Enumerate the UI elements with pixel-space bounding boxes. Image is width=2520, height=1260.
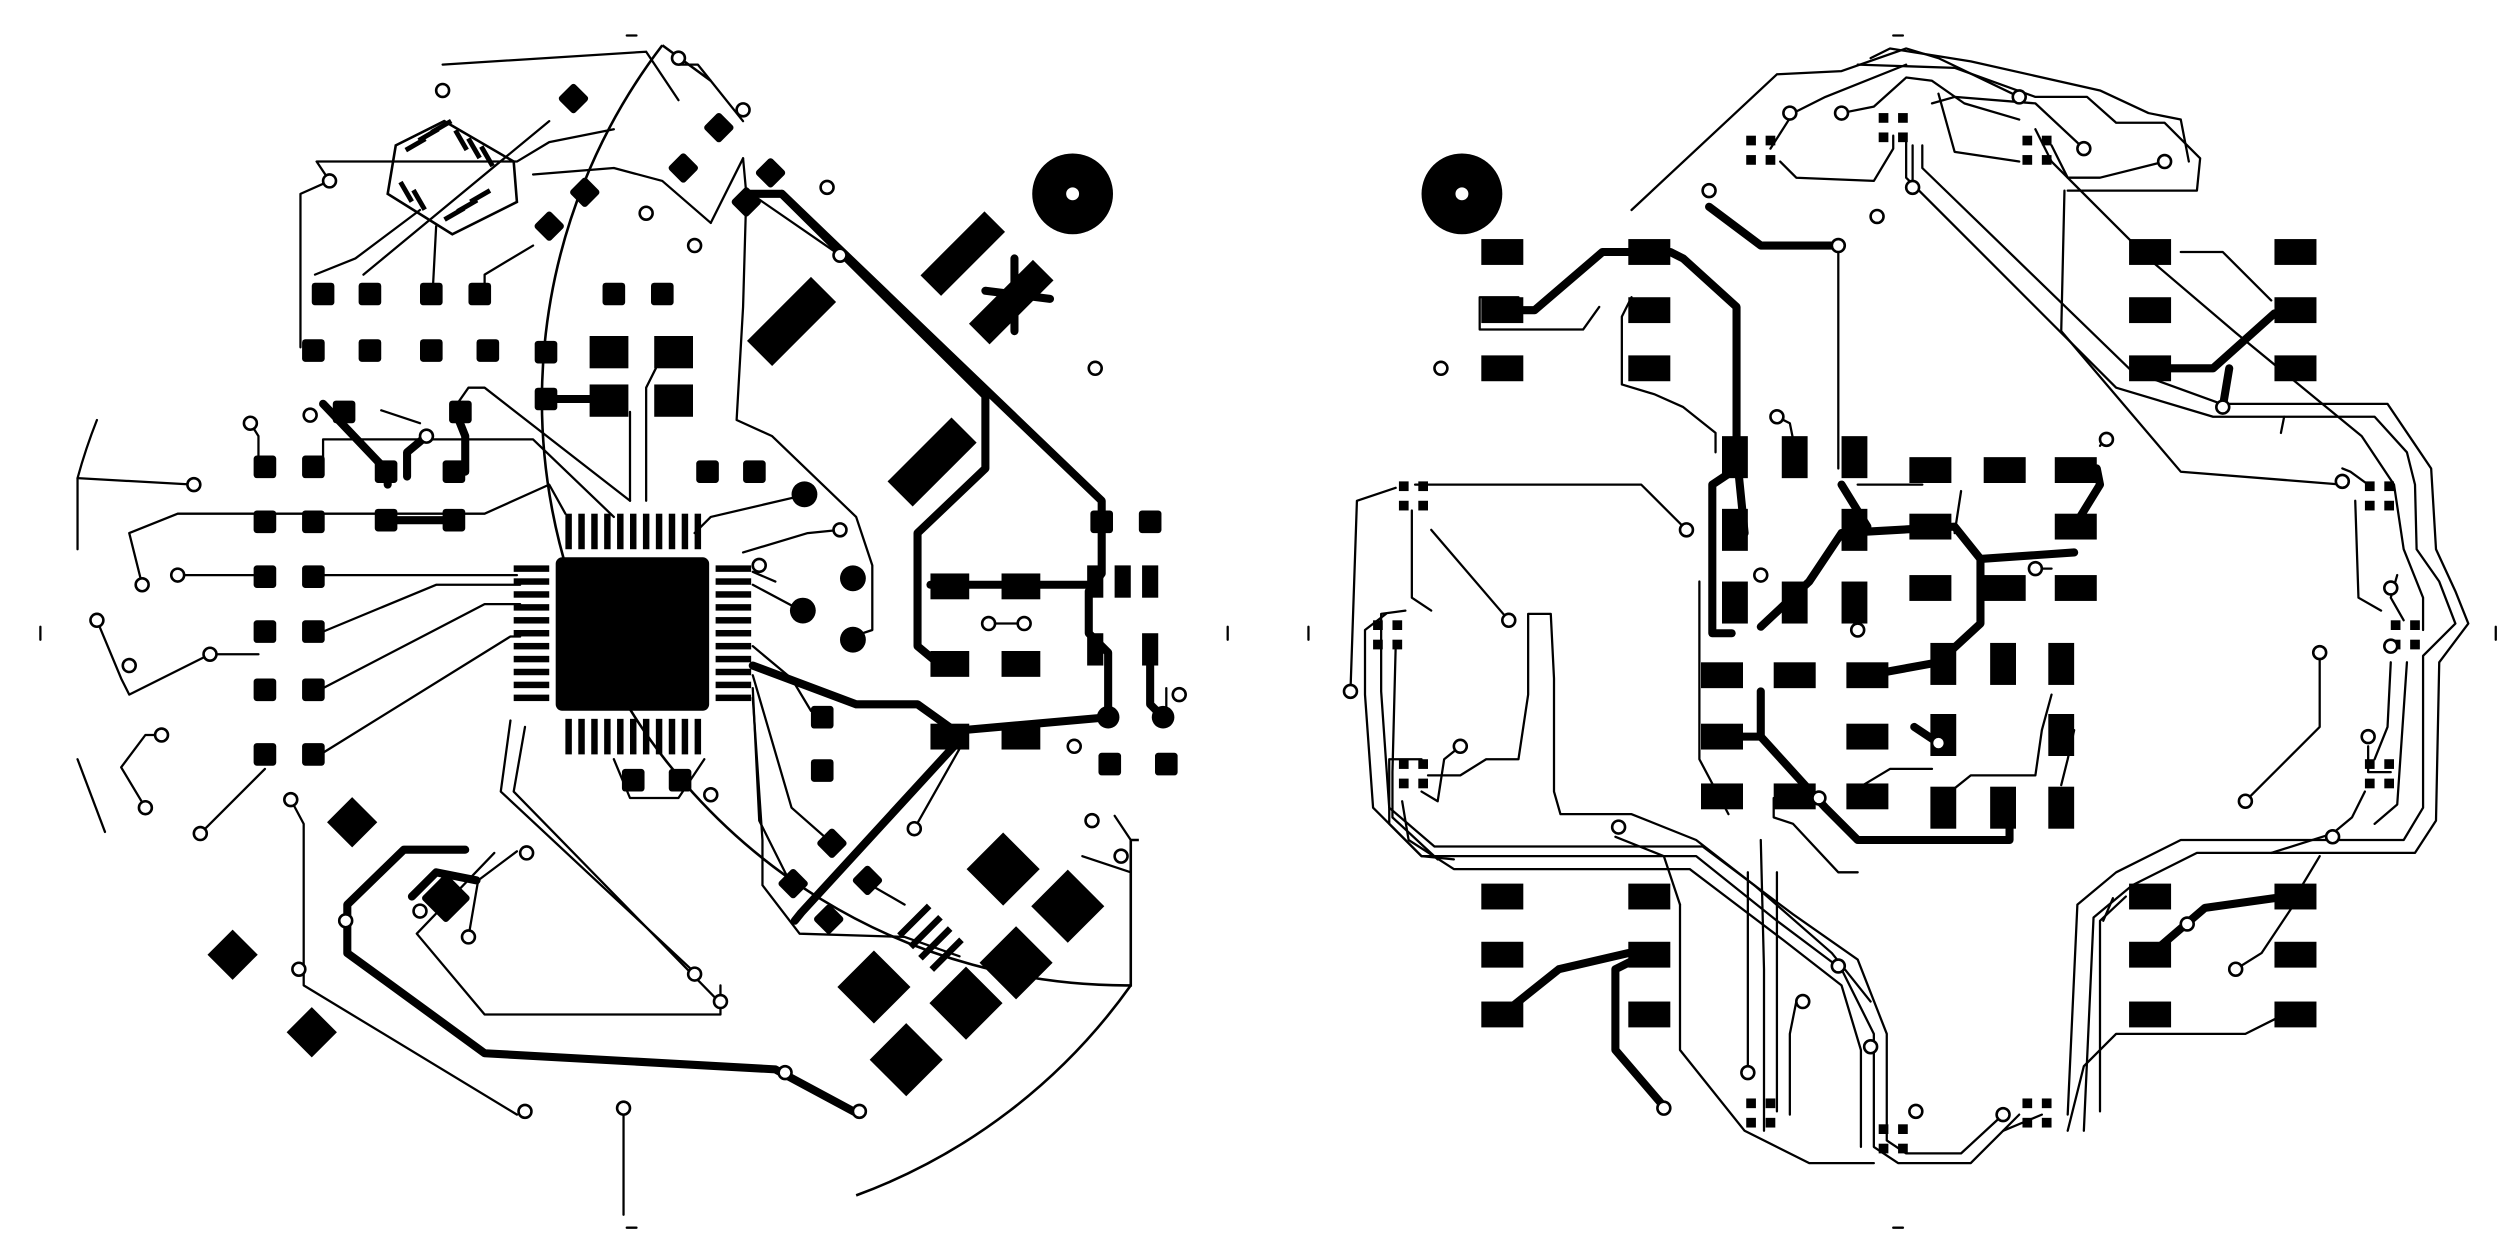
right-smd-pads [1373, 113, 2420, 1154]
right-board [1342, 47, 2470, 1165]
left-power-traces [319, 189, 1171, 1119]
left-signal-traces [76, 50, 1168, 1216]
left-vias [89, 50, 1187, 1120]
right-power-traces [1498, 202, 2302, 1111]
left-board [76, 44, 1187, 1216]
sensor-chip [386, 118, 519, 236]
left-round-pads [789, 481, 1175, 729]
mcu-chip [513, 513, 752, 755]
frame-ticks [39, 34, 2497, 1229]
right-signal-traces [1349, 47, 2470, 1165]
right-vias [1342, 89, 2399, 1123]
